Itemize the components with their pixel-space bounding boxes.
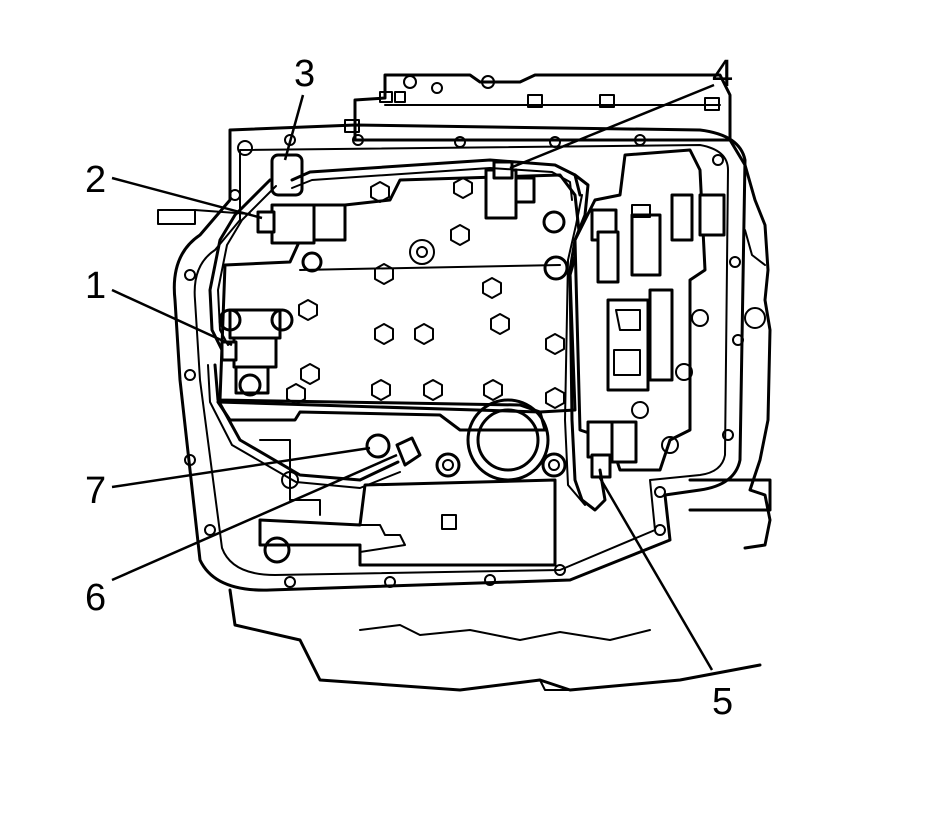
callout-7: 7 [85, 470, 106, 512]
leader-line-4 [509, 83, 715, 170]
callout-6: 6 [85, 577, 106, 619]
solenoids-6-7 [365, 433, 422, 467]
solenoid-2-connector [256, 210, 276, 234]
leader-line-3 [283, 94, 305, 161]
solenoid-4 [484, 160, 536, 220]
callout-labels: 1 2 3 4 5 6 7 [85, 53, 733, 723]
callout-1: 1 [85, 265, 106, 307]
solenoid-3-body [270, 153, 304, 197]
item-6-connector [395, 436, 422, 467]
solenoid-2-body [270, 203, 316, 245]
callout-2: 2 [85, 159, 106, 201]
oil-pan-gasket [172, 123, 747, 592]
valve-body-bolts [286, 177, 565, 409]
callout-4: 4 [712, 53, 733, 95]
leader-line-6 [111, 453, 398, 582]
leader-line-5 [598, 477, 714, 671]
filter-area [216, 398, 567, 567]
callout-5: 5 [712, 681, 733, 723]
callout-3: 3 [294, 53, 315, 95]
right-solenoid-bank [573, 148, 726, 479]
solenoid-1-body [232, 333, 278, 369]
item-7-plug [365, 433, 391, 459]
leader-lines [111, 83, 715, 671]
leader-line-7 [111, 446, 371, 489]
solenoid-5-body [586, 420, 614, 459]
lower-housing [228, 588, 762, 692]
valve-body [218, 173, 582, 414]
leader-line-1 [111, 288, 233, 347]
leader-line-2 [111, 176, 263, 220]
right-housing [688, 138, 772, 550]
